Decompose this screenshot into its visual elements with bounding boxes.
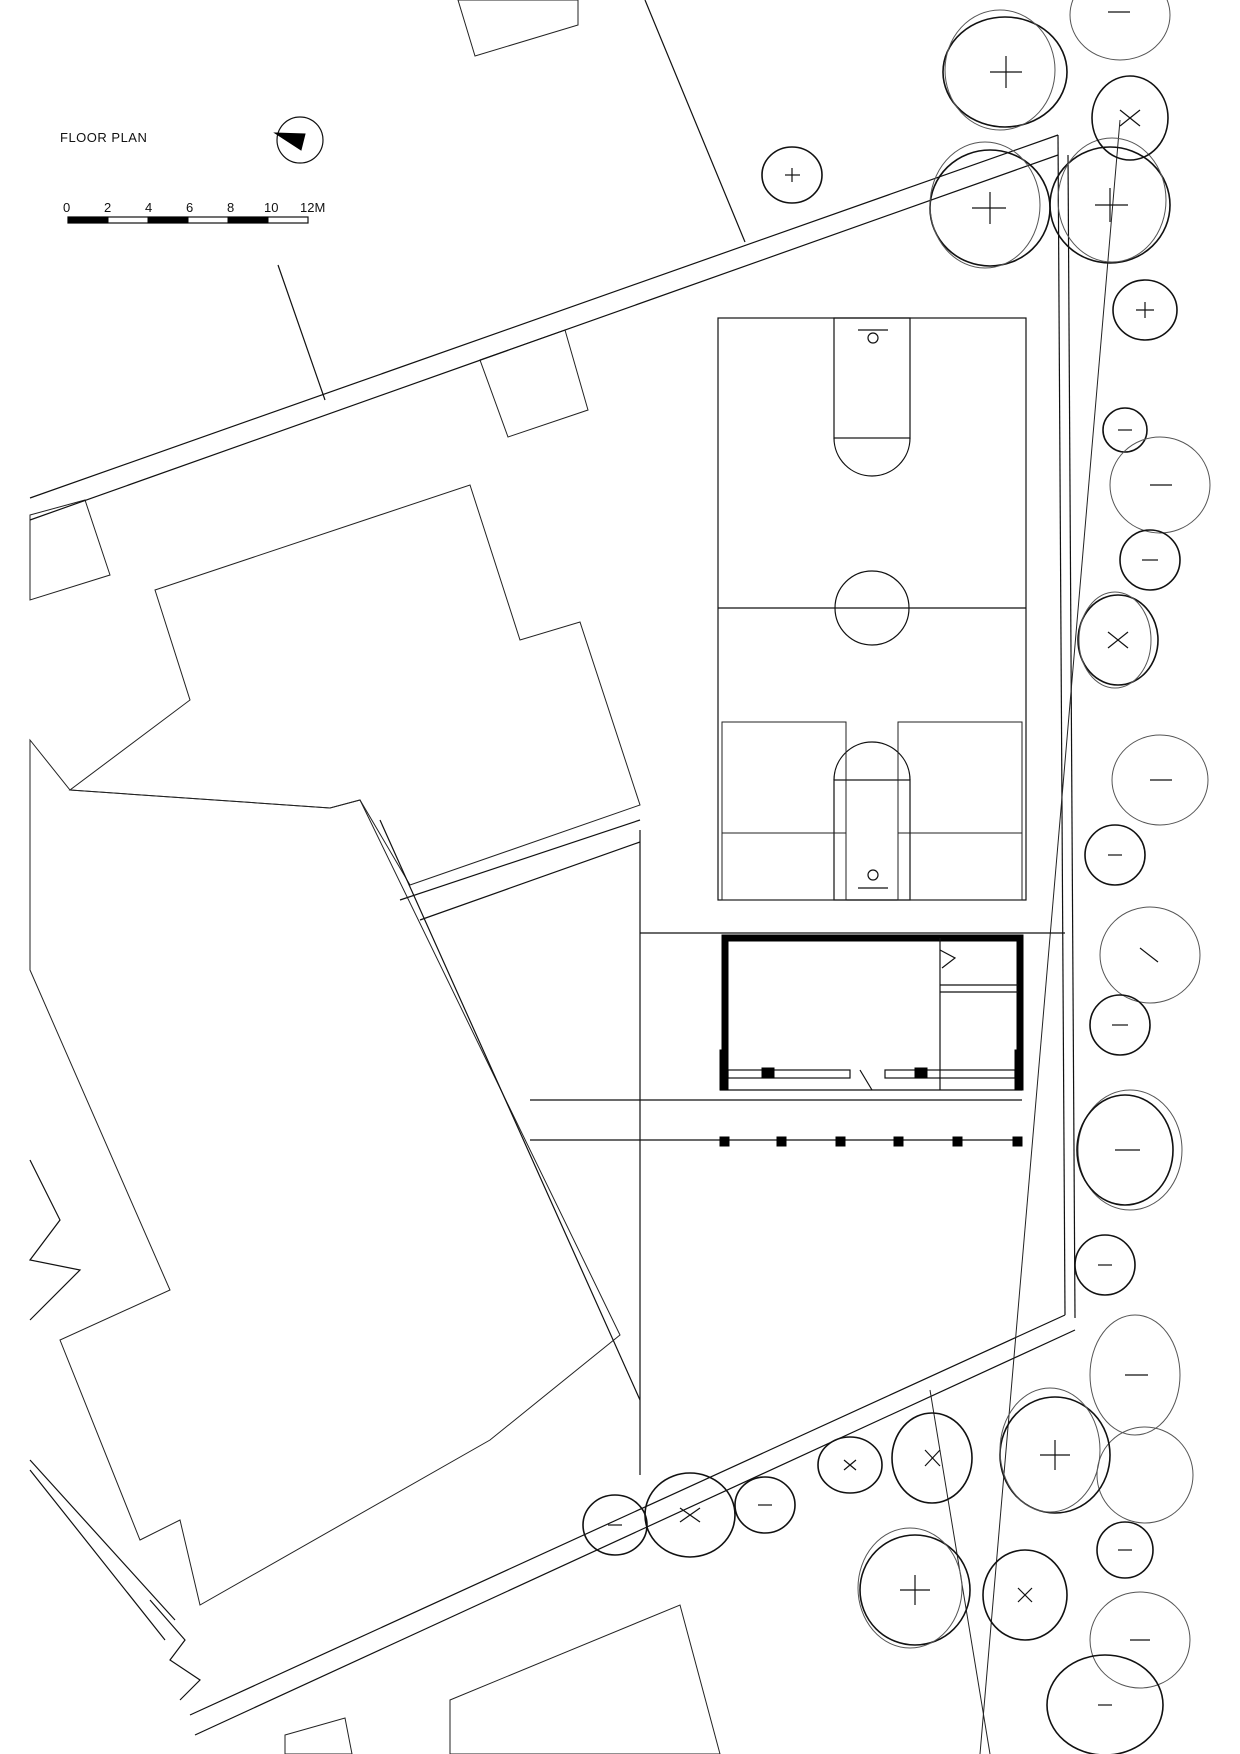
tree-icon [942,9,1068,131]
tree-icon [1084,824,1146,886]
tree-icon [982,1549,1068,1641]
tree-icon [1046,1654,1164,1754]
tree-icon [817,1436,883,1494]
north-arrow-icon [273,116,324,164]
scale-tick-12m: 12M [300,200,325,215]
tree-icon [1074,1234,1136,1296]
tree-icon [1089,1314,1181,1436]
trees [582,0,1211,1754]
tree-icon [761,146,823,204]
tree-icon [1077,591,1159,689]
tree-icon [999,1387,1111,1514]
tree-icon [1111,734,1209,826]
site-boundaries [28,0,1121,1754]
scale-tick-4: 4 [145,200,152,215]
tree-icon [1069,0,1171,61]
tree-icon [1089,1591,1191,1689]
tree-icon [1109,436,1211,534]
tree-icon [929,141,1051,269]
tree-icon [644,1472,736,1558]
tree-icon [1102,407,1148,453]
scale-tick-6: 6 [186,200,193,215]
neighbouring-buildings [29,0,721,1754]
tree-icon [1096,1426,1194,1524]
scale-bar: 0 2 4 6 8 10 12M [63,200,325,224]
tree-icon [1076,1089,1183,1211]
scale-tick-8: 8 [227,200,234,215]
scale-tick-0: 0 [63,200,70,215]
pavilion-building [530,932,1065,1147]
tree-icon [582,1494,648,1556]
tree-icon [1089,994,1151,1056]
scale-tick-2: 2 [104,200,111,215]
tree-icon [1049,137,1171,264]
tree-icon [734,1476,796,1534]
tree-icon [857,1527,971,1649]
tree-icon [1112,279,1178,341]
tree-icon [1099,906,1201,1004]
tree-icon [1091,75,1169,161]
tree-icon [1119,529,1181,591]
plan-title: FLOOR PLAN [60,130,147,145]
scale-tick-10: 10 [264,200,278,215]
basketball-court [717,317,1027,901]
tree-icon [1096,1521,1154,1579]
tree-icon [891,1412,973,1504]
